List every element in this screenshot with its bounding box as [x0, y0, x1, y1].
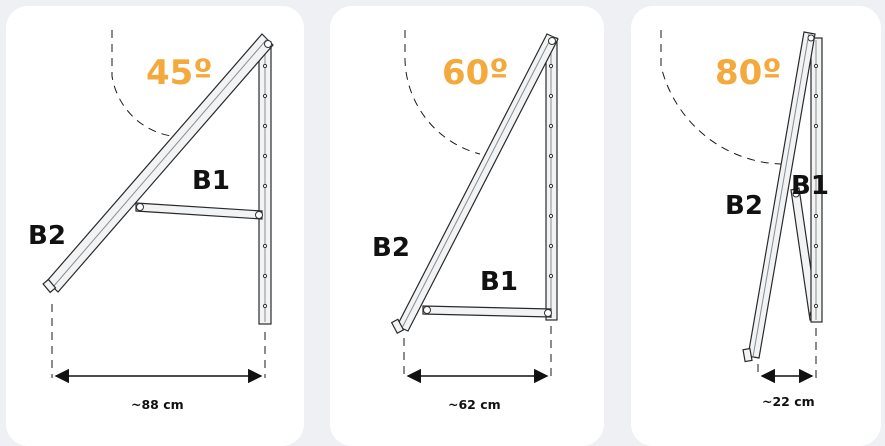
vertical-rail	[545, 37, 558, 321]
label-b2: B2	[372, 233, 410, 263]
label-b1: B1	[192, 166, 230, 196]
angle-value: 60º	[442, 53, 509, 93]
brace-b1	[135, 202, 263, 220]
vertical-rail	[258, 41, 272, 325]
base-width: ~62 cm	[448, 397, 501, 412]
leg-b2	[42, 33, 274, 294]
base-width: ~22 cm	[762, 394, 815, 409]
angle-arc	[404, 30, 481, 155]
label-b1: B1	[791, 171, 829, 201]
mount-panel-45: 45º B1 B2 ~88 cm	[6, 6, 304, 446]
mount-diagram-45: 45º B1 B2 ~88 cm	[28, 30, 274, 412]
leg-b2	[390, 33, 559, 334]
brace-b1	[422, 305, 552, 318]
angle-arc	[660, 30, 792, 165]
mount-panel-80: 80º B1 B2 ~22 cm	[631, 6, 881, 446]
label-b2: B2	[28, 221, 66, 251]
vertical-rail	[810, 37, 823, 323]
mount-panel-60: 60º B1 B2 ~62 cm	[330, 6, 604, 446]
mount-diagram-60: 60º B1 B2 ~62 cm	[372, 30, 559, 412]
label-b1: B1	[480, 267, 518, 297]
angle-value: 45º	[146, 53, 213, 93]
base-width: ~88 cm	[131, 397, 184, 412]
angle-value: 80º	[715, 53, 782, 93]
leg-b2	[742, 31, 816, 363]
label-b2: B2	[725, 191, 763, 221]
angle-arc	[111, 30, 172, 137]
mount-diagram-80: 80º B1 B2 ~22 cm	[660, 30, 829, 409]
